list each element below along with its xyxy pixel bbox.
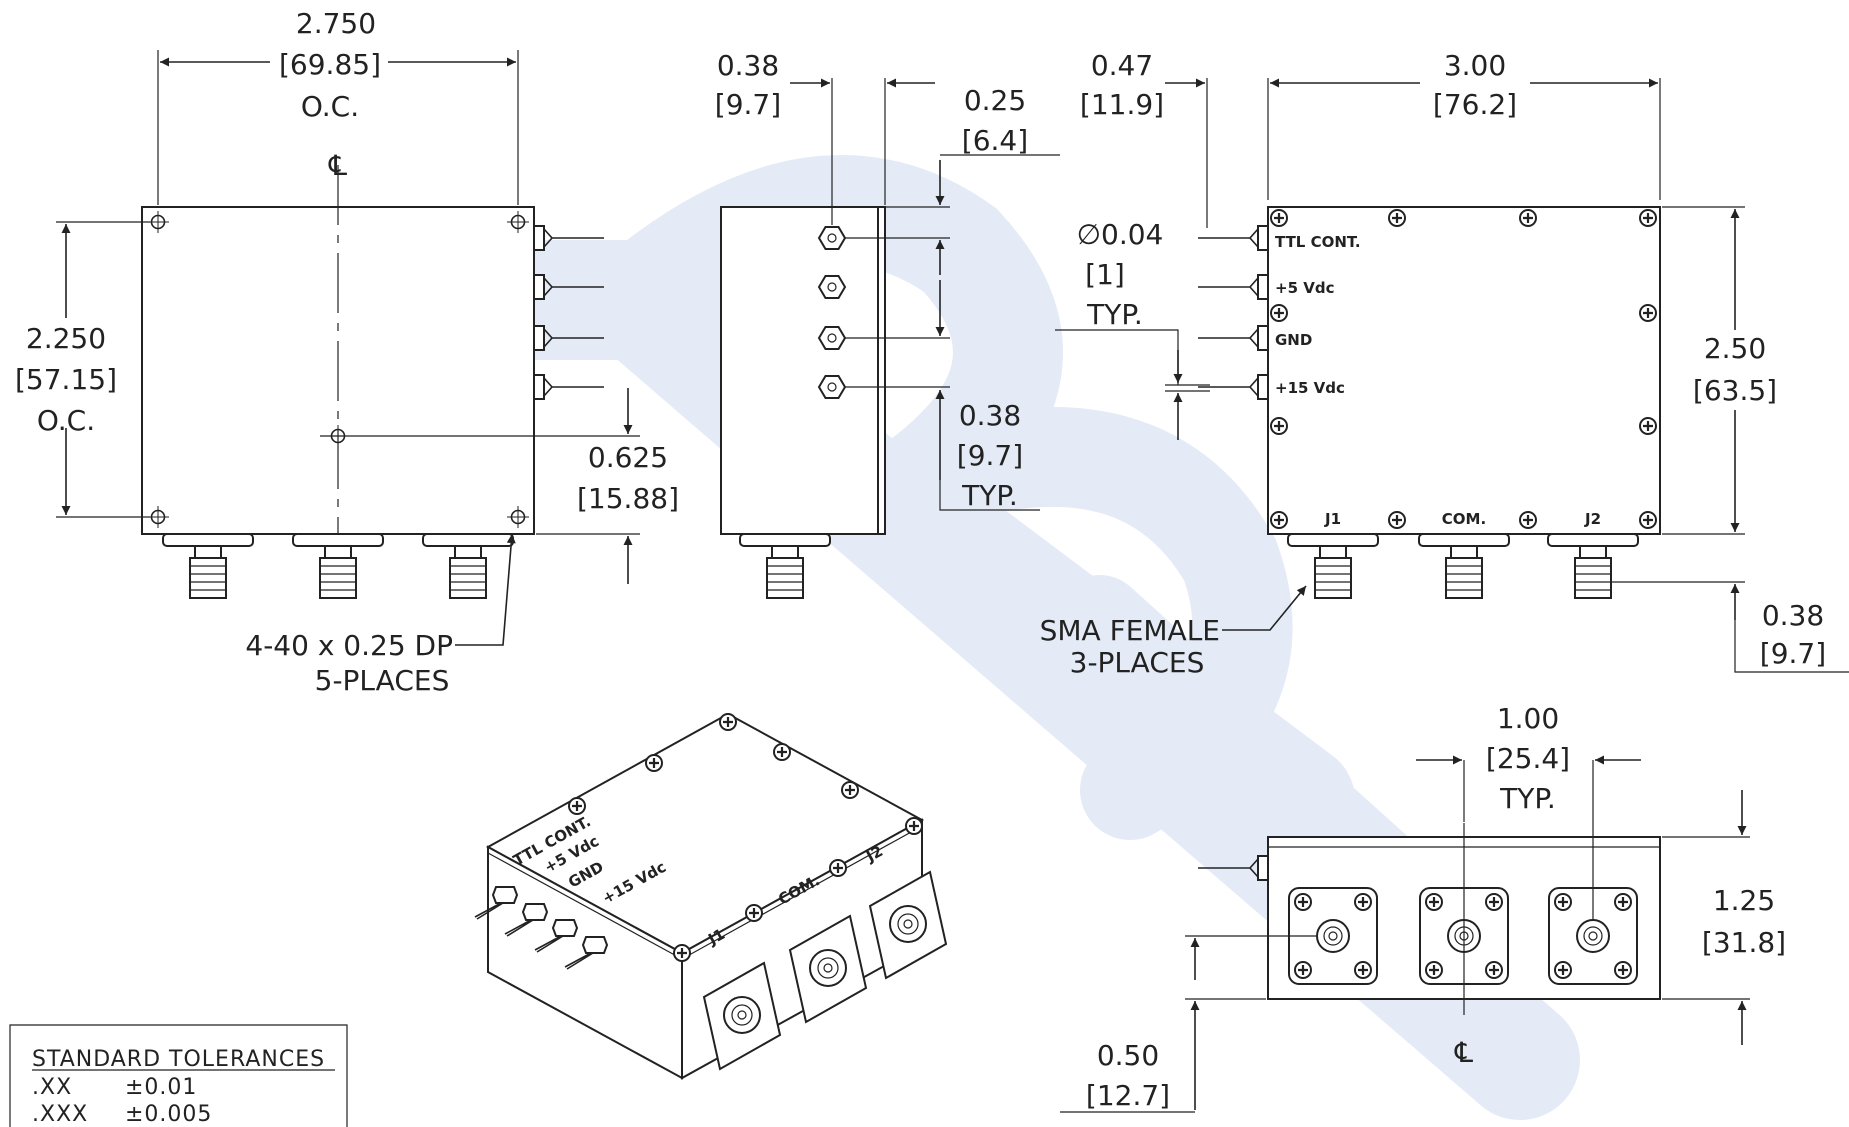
- front-pin-dia-mm: [1]: [1085, 258, 1125, 291]
- front-pin-len-in: 0.47: [1091, 49, 1153, 82]
- side-pin-offset-mm: [9.7]: [715, 88, 781, 121]
- tolerance-key: .XX: [32, 1075, 72, 1100]
- end-spacing-in: 1.00: [1497, 702, 1559, 735]
- end-offset-mm: [12.7]: [1086, 1079, 1170, 1112]
- end-center-mark: ℄: [1454, 1036, 1473, 1069]
- front-view-pins: [1198, 225, 1269, 400]
- front-pin-label: +15 Vdc: [1275, 379, 1345, 397]
- front-pin-label: TTL CONT.: [1275, 233, 1361, 251]
- top-view: 2.750 [69.85] O.C. ℄ 2.250 [57.15] O.C. …: [15, 7, 679, 697]
- end-height-in: 1.25: [1713, 884, 1775, 917]
- side-pitch-mm: [9.7]: [957, 439, 1023, 472]
- hole-callout-2: 5-PLACES: [315, 664, 450, 697]
- end-view: ℄ 1.00 [25.4] TYP. 1.25 [31.8] 0.50 [12.…: [1060, 702, 1786, 1113]
- sma-note-1: SMA FEMALE: [1040, 614, 1220, 647]
- side-pitch-note: TYP.: [961, 479, 1018, 512]
- front-pin-label: +5 Vdc: [1275, 279, 1334, 297]
- tolerances-table: STANDARD TOLERANCES .XX ±0.01 .XXX ±0.00…: [9, 1024, 348, 1127]
- end-spacing-mm: [25.4]: [1486, 742, 1570, 775]
- front-pin-dia-in: ∅0.04: [1077, 218, 1164, 251]
- front-port-label: J1: [1324, 510, 1341, 528]
- sma-note-2: 3-PLACES: [1070, 646, 1205, 679]
- top-offset-in: 0.625: [588, 441, 668, 474]
- front-height-mm: [63.5]: [1693, 374, 1777, 407]
- tolerances-title: STANDARD TOLERANCES: [32, 1047, 325, 1072]
- front-pin-dia-note: TYP.: [1086, 298, 1143, 331]
- side-lid-mm: [6.4]: [962, 124, 1028, 157]
- tolerance-value: ±0.005: [125, 1102, 212, 1127]
- front-width-in: 3.00: [1444, 49, 1506, 82]
- end-view-pin: [1198, 855, 1269, 881]
- end-height-mm: [31.8]: [1702, 926, 1786, 959]
- top-view-pins: [533, 225, 604, 400]
- front-pin-label: GND: [1275, 331, 1312, 349]
- top-height-note: O.C.: [37, 404, 95, 437]
- top-view-connectors: [162, 533, 514, 599]
- top-height-mm: [57.15]: [15, 363, 117, 396]
- front-conn-mm: [9.7]: [1760, 637, 1826, 670]
- front-pin-len-mm: [11.9]: [1080, 88, 1164, 121]
- iso-pins: [474, 886, 609, 970]
- end-offset-in: 0.50: [1097, 1039, 1159, 1072]
- side-view-body: [720, 206, 879, 535]
- side-pitch-in: 0.38: [959, 399, 1021, 432]
- end-view-flanges: [1288, 887, 1638, 985]
- iso-port-label: J2: [862, 842, 886, 866]
- top-width-in: 2.750: [296, 7, 376, 40]
- side-view-lid: [877, 206, 886, 535]
- front-view: TTL CONT. +5 Vdc GND +15 Vdc J1 COM. J2 …: [1040, 49, 1849, 679]
- front-view-connectors: [1287, 533, 1639, 599]
- top-offset-mm: [15.88]: [577, 482, 679, 515]
- top-height-in: 2.250: [26, 322, 106, 355]
- front-view-body: [1267, 206, 1661, 535]
- side-view-connector: [739, 533, 831, 599]
- front-width-mm: [76.2]: [1433, 88, 1517, 121]
- iso-port-label: J1: [704, 925, 728, 949]
- hole-callout-1: 4-40 x 0.25 DP: [245, 629, 453, 662]
- front-height-in: 2.50: [1704, 332, 1766, 365]
- front-port-label: J2: [1584, 510, 1601, 528]
- isometric-view: TTL CONT. +5 Vdc GND +15 Vdc J1 COM. J2: [474, 712, 948, 1080]
- side-lid-in: 0.25: [964, 84, 1026, 117]
- front-conn-in: 0.38: [1762, 599, 1824, 632]
- end-spacing-note: TYP.: [1499, 782, 1556, 815]
- front-port-label: COM.: [1442, 510, 1486, 528]
- tolerance-value: ±0.01: [125, 1075, 197, 1100]
- top-center-mark: ℄: [328, 149, 347, 182]
- top-width-note: O.C.: [301, 90, 359, 123]
- side-pin-offset-in: 0.38: [717, 49, 779, 82]
- side-view: 0.38 [9.7] 0.25 [6.4] 0.38 [9.7] TYP.: [715, 49, 1060, 599]
- tolerance-key: .XXX: [32, 1102, 88, 1127]
- top-width-mm: [69.85]: [279, 48, 381, 81]
- iso-connectors: [702, 870, 948, 1071]
